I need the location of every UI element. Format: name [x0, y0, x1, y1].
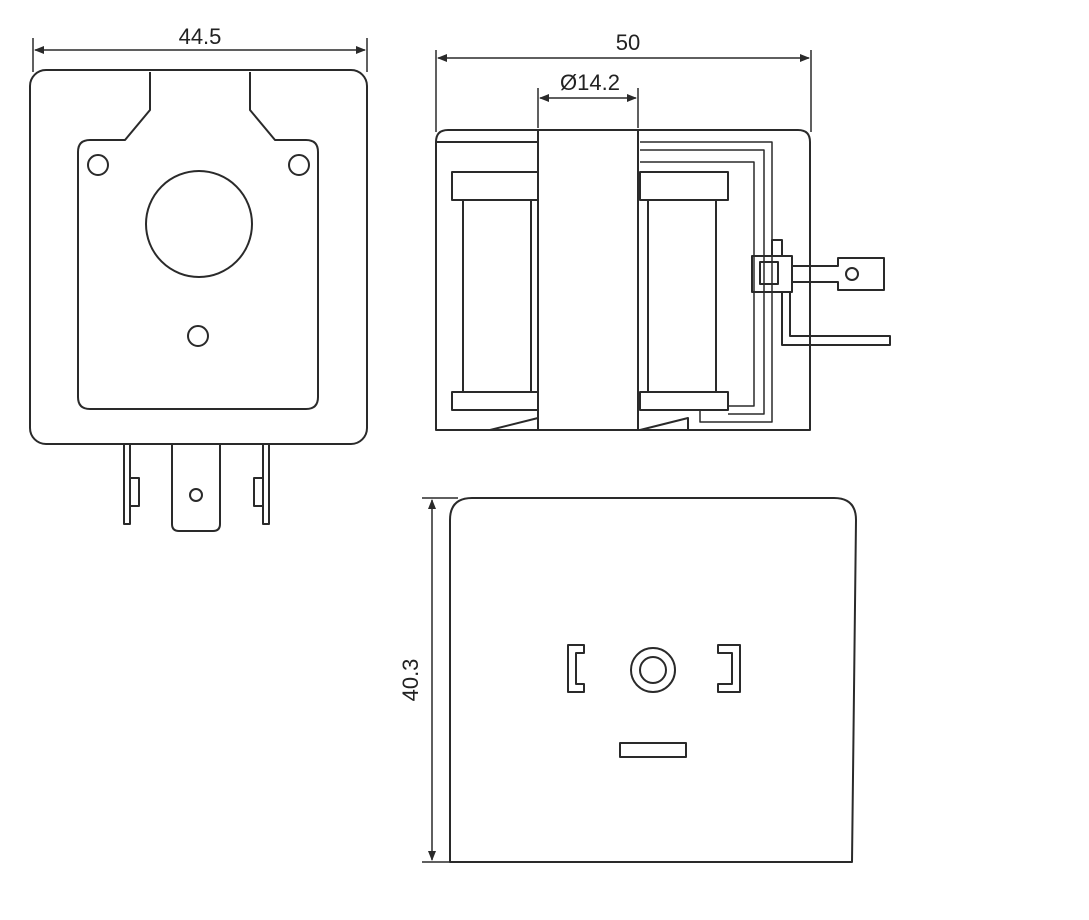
front-housing [29, 69, 368, 445]
left-bobbin [451, 171, 539, 411]
bottom-wedge-right [639, 417, 689, 431]
length-dimension [435, 50, 812, 132]
socket-ring-outer [630, 647, 676, 693]
socket-bracket-left [567, 644, 585, 693]
side-terminal [751, 239, 891, 346]
socket-slot [619, 742, 687, 758]
right-bobbin [639, 171, 729, 411]
bottom-wedge-left [489, 417, 539, 431]
height-dimension [422, 497, 458, 863]
small-hole [187, 325, 209, 347]
width-dimension [32, 38, 368, 72]
front-view: 44.5 [29, 24, 368, 532]
front-terminals [123, 444, 270, 532]
side-housing [435, 129, 811, 431]
height-label: 40.3 [398, 659, 423, 702]
front-plate [77, 72, 319, 410]
bore-label: Ø14.2 [560, 70, 620, 95]
bore-hole [145, 170, 253, 278]
length-label: 50 [616, 30, 640, 55]
internal-leads [640, 141, 773, 423]
bore-dimension [537, 88, 639, 128]
socket-ring-inner [639, 656, 667, 684]
bottom-view: 40.3 [398, 497, 857, 863]
socket-bracket-right [717, 644, 741, 693]
mounting-hole-right [288, 154, 310, 176]
bottom-housing [449, 497, 857, 863]
side-view: 50 Ø14.2 [435, 30, 891, 431]
width-label: 44.5 [179, 24, 222, 49]
mounting-hole-left [87, 154, 109, 176]
